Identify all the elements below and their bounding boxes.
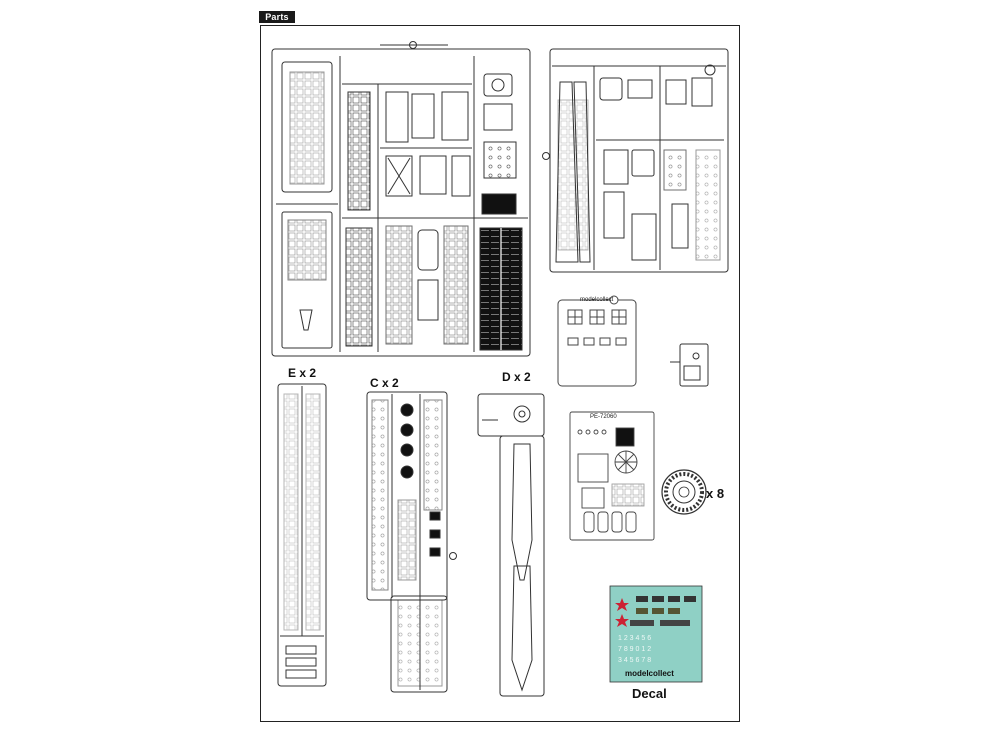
svg-text:3 4 5 6 7 8: 3 4 5 6 7 8 bbox=[618, 657, 651, 664]
photo-etch-code: PE-72060 bbox=[590, 414, 617, 420]
wheel-quantity: x 8 bbox=[706, 486, 725, 501]
decal-brand: modelcollect bbox=[625, 669, 674, 678]
parts-frame bbox=[260, 25, 740, 722]
wheel-icon bbox=[661, 469, 707, 515]
sprue-c bbox=[366, 391, 457, 693]
small-part bbox=[670, 343, 709, 387]
sprue-a bbox=[271, 41, 531, 357]
svg-text:1 2 3 4 5 6: 1 2 3 4 5 6 bbox=[618, 635, 651, 642]
parts-heading: Parts bbox=[259, 11, 295, 23]
clear-parts-brand: modelcollect bbox=[580, 297, 614, 303]
decal-label: Decal bbox=[632, 686, 667, 701]
sprue-e bbox=[277, 383, 327, 687]
sprue-e-label: E x 2 bbox=[288, 366, 317, 380]
sprue-c-label: C x 2 bbox=[370, 376, 399, 390]
svg-text:7 8 9 0 1 2: 7 8 9 0 1 2 bbox=[618, 646, 651, 653]
clear-parts bbox=[557, 295, 637, 387]
sprue-b bbox=[542, 48, 729, 273]
sprue-d-label: D x 2 bbox=[502, 370, 531, 384]
photo-etch-fret bbox=[569, 411, 655, 541]
decal-sheet: 1 2 3 4 5 6 7 8 9 0 1 2 3 4 5 6 7 8 bbox=[609, 585, 703, 683]
sprue-d bbox=[477, 393, 545, 697]
